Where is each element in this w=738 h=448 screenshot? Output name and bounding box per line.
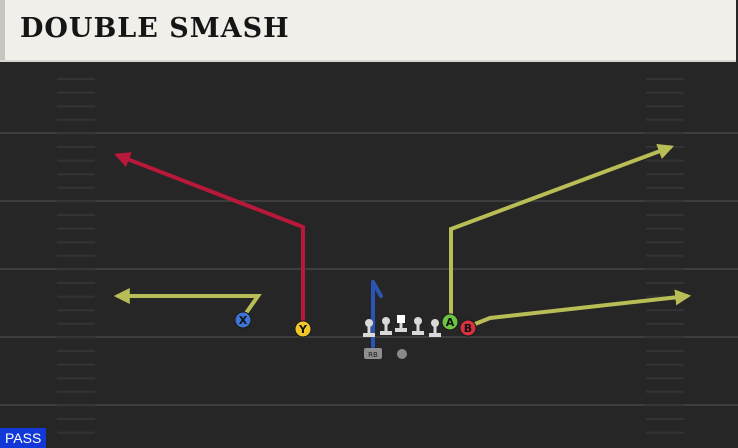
offensive-line <box>363 315 441 337</box>
lineman-left-guard <box>380 317 392 335</box>
rb-label: RB <box>368 351 378 359</box>
player-x-label: X <box>239 314 248 327</box>
player-b: B <box>459 319 477 337</box>
player-a: A <box>441 313 459 331</box>
player-a-label: A <box>446 316 455 329</box>
route-a-corner <box>449 143 674 318</box>
route-b-flat <box>469 289 692 328</box>
lineman-right-tackle <box>429 319 441 337</box>
yard-lines <box>0 132 738 406</box>
route-y-corner <box>114 152 305 325</box>
route-x-return <box>113 288 262 318</box>
player-y-label: Y <box>298 323 308 336</box>
title-bar: DOUBLE SMASH <box>0 0 736 62</box>
title-accent <box>0 0 5 60</box>
play-type-badge: PASS <box>0 428 47 448</box>
play-title: DOUBLE SMASH <box>20 13 290 44</box>
player-x: X <box>234 311 252 329</box>
quarterback-marker <box>397 349 407 359</box>
player-b-label: B <box>464 322 472 335</box>
player-rb: RB <box>364 348 382 359</box>
player-y: Y <box>294 320 312 338</box>
rb-marker <box>364 348 382 359</box>
field-turf <box>0 62 738 448</box>
football-field: RB X Y A B <box>0 62 738 448</box>
lineman-left-tackle <box>363 319 375 337</box>
center <box>395 315 407 332</box>
lineman-right-guard <box>412 317 424 335</box>
